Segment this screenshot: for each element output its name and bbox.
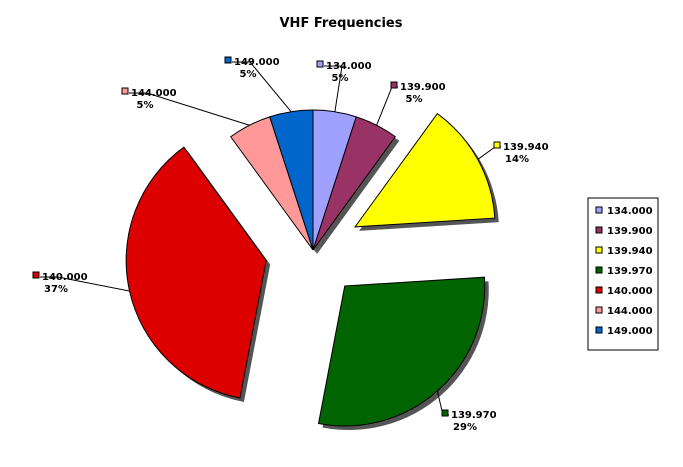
data-label-name-139-970: 139.970: [451, 410, 497, 421]
data-label-value-140-000: 37%: [44, 284, 68, 295]
pie-slice-139-900: [312, 116, 396, 251]
label-marker-149-000: [224, 56, 232, 64]
legend-label-134-000: 134.000: [607, 206, 653, 217]
chart-title: VHF Frequencies: [280, 16, 403, 31]
legend-swatch-149-000: [595, 326, 603, 334]
legend-swatch-139-970: [595, 266, 603, 274]
legend-label-139-940: 139.940: [607, 246, 653, 257]
data-label-name-139-900: 139.900: [400, 82, 446, 93]
leader-line-139-940: [477, 146, 501, 160]
leader-line-144-000: [129, 92, 250, 126]
data-label-name-144-000: 144.000: [131, 88, 177, 99]
data-label-value-134-000: 5%: [332, 73, 349, 84]
legend-label-140-000: 140.000: [607, 286, 653, 297]
legend-swatch-140-000: [595, 286, 603, 294]
legend-swatch-144-000: [595, 306, 603, 314]
legend-swatch-139-940: [595, 246, 603, 254]
leader-line-139-900: [376, 86, 398, 126]
legend-label-139-970: 139.970: [607, 266, 653, 277]
legend-box: [587, 197, 659, 351]
legend-swatch-134-000: [595, 206, 603, 214]
leader-line-134-000: [324, 65, 343, 112]
label-marker-139-940: [493, 141, 501, 149]
pie-slice-140-000: [125, 146, 267, 399]
pie-slice-149-000: [269, 109, 314, 251]
data-label-value-149-000: 5%: [240, 69, 257, 80]
label-marker-144-000: [121, 87, 129, 95]
legend-label-149-000: 149.000: [607, 326, 653, 337]
label-marker-139-970: [441, 409, 449, 417]
legend-swatch-139-900: [595, 226, 603, 234]
label-marker-139-900: [390, 81, 398, 89]
pie-slice-139-940: [354, 112, 496, 228]
leader-line-140-000: [40, 276, 130, 292]
data-label-name-134-000: 134.000: [326, 61, 372, 72]
data-label-value-139-940: 14%: [505, 154, 529, 165]
data-label-value-139-900: 5%: [406, 94, 423, 105]
leader-line-149-000: [232, 61, 292, 113]
legend-label-139-900: 139.900: [607, 226, 653, 237]
label-marker-140-000: [32, 271, 40, 279]
pie-slice-139-970: [317, 276, 486, 427]
data-label-value-144-000: 5%: [137, 100, 154, 111]
data-label-name-139-940: 139.940: [503, 142, 549, 153]
label-marker-134-000: [316, 60, 324, 68]
data-label-name-149-000: 149.000: [234, 57, 280, 68]
data-label-name-140-000: 140.000: [42, 272, 88, 283]
legend: 134.000 139.900 139.940 139.970 140.000 144.0…: [587, 197, 659, 351]
data-label-value-139-970: 29%: [453, 422, 477, 433]
legend-label-144-000: 144.000: [607, 306, 653, 317]
